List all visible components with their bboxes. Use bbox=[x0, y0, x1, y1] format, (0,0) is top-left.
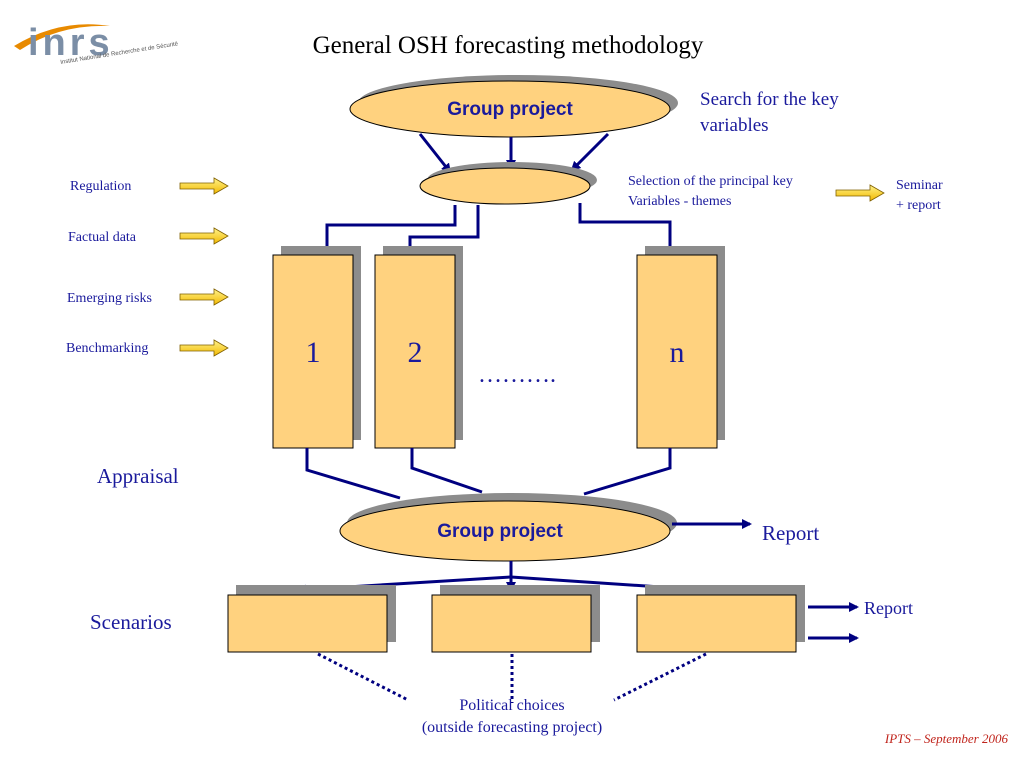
input-arrow-emerging-risks bbox=[179, 288, 229, 306]
connector-n-bottom bbox=[583, 448, 672, 496]
inrs-logo: inrs bbox=[28, 22, 114, 64]
dotted-line-right bbox=[613, 652, 707, 702]
connector-theme-1 bbox=[325, 205, 457, 254]
selection-note-line1: Selection of the principal key bbox=[628, 174, 793, 189]
page-title: General OSH forecasting methodology bbox=[312, 32, 704, 59]
logo-swoosh bbox=[14, 24, 110, 50]
input-benchmarking: Benchmarking bbox=[66, 341, 149, 356]
input-factual-data: Factual data bbox=[68, 230, 137, 245]
theme-box-n bbox=[636, 254, 718, 449]
arrow-top-right bbox=[570, 132, 610, 172]
political-line2: (outside forecasting project) bbox=[421, 719, 603, 736]
search-note: Search for the key variables bbox=[700, 87, 839, 139]
seminar-note-line2: + report bbox=[896, 198, 941, 213]
appraisal-label: Appraisal bbox=[97, 464, 179, 488]
report-label-top: Report bbox=[762, 521, 820, 545]
input-regulation: Regulation bbox=[70, 179, 132, 194]
connector-2-bottom bbox=[410, 448, 483, 494]
political-line1: Political choices bbox=[459, 697, 565, 714]
input-arrow-factual-data bbox=[179, 227, 229, 245]
scenarios-label: Scenarios bbox=[90, 610, 172, 634]
input-arrow-regulation bbox=[179, 177, 229, 195]
scenario-box-3 bbox=[636, 594, 797, 653]
search-note-line2: variables bbox=[700, 115, 769, 136]
dotted-line-left bbox=[317, 652, 409, 702]
theme-box-2 bbox=[374, 254, 456, 449]
input-arrow-benchmarking bbox=[179, 339, 229, 357]
theme-ellipsis: ………. bbox=[478, 362, 556, 388]
political-choices-note: Political choices (outside forecasting p… bbox=[362, 695, 662, 739]
group-project-top-label: Group project bbox=[447, 99, 573, 120]
seminar-note: Seminar + report bbox=[896, 176, 943, 216]
footer-credit: IPTS – September 2006 bbox=[884, 731, 1008, 746]
search-note-line1: Search for the key bbox=[700, 89, 839, 110]
selection-note-line2: Variables - themes bbox=[628, 194, 732, 209]
theme-label-2: 2 bbox=[407, 336, 423, 369]
selection-oval bbox=[419, 167, 591, 205]
theme-label-1: 1 bbox=[305, 336, 321, 369]
connector-theme-2 bbox=[408, 205, 480, 254]
group-project-bottom-oval bbox=[339, 500, 671, 562]
scenario-box-2 bbox=[431, 594, 592, 653]
selection-note: Selection of the principal key Variables… bbox=[628, 172, 793, 212]
seminar-arrow bbox=[835, 184, 885, 202]
scenario-box-1 bbox=[227, 594, 388, 653]
input-emerging-risks: Emerging risks bbox=[67, 291, 152, 306]
arrow-top-left bbox=[418, 133, 452, 174]
theme-label-n: n bbox=[669, 336, 685, 369]
connector-1-bottom bbox=[305, 448, 401, 500]
theme-box-1 bbox=[272, 254, 354, 449]
connector-theme-n bbox=[578, 203, 672, 254]
seminar-note-line1: Seminar bbox=[896, 178, 943, 193]
report-label-side: Report bbox=[864, 598, 913, 618]
group-project-bottom-label: Group project bbox=[437, 521, 563, 542]
